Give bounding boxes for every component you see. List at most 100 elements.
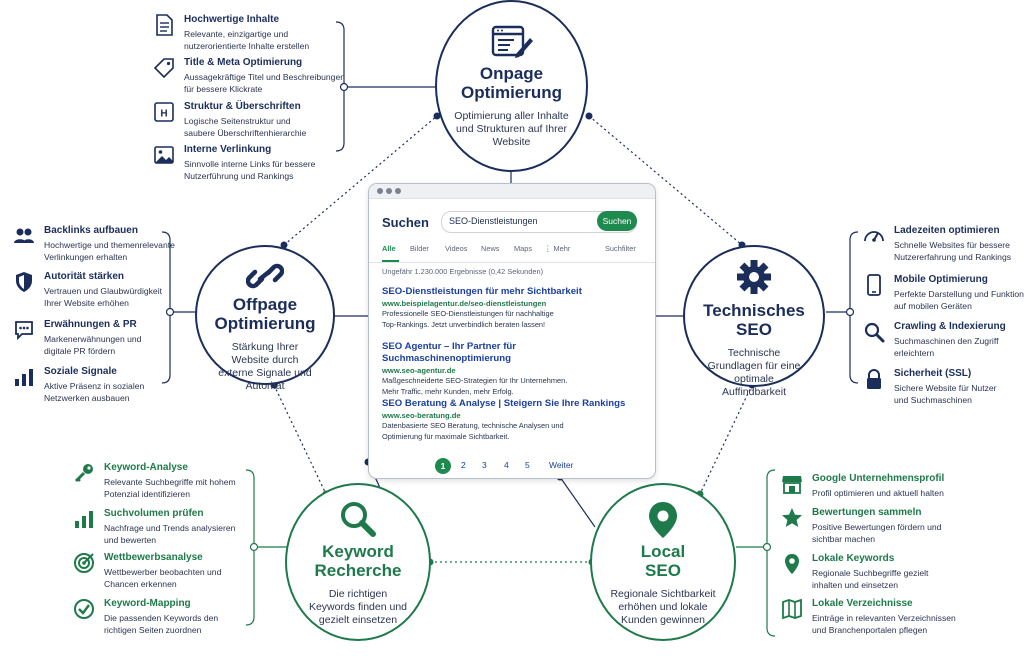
store-icon <box>782 476 802 494</box>
onpage-title-2: Optimierung <box>460 83 563 102</box>
onpage-title-1: Onpage <box>479 64 544 83</box>
result-title-link[interactable]: SEO Agentur – Ihr Partner für Suchmaschi… <box>382 341 516 364</box>
keyword-title-2: Recherche <box>314 561 402 580</box>
result-count: Ungefähr 1.230.000 Ergebnisse (0,42 Seku… <box>382 267 544 276</box>
tab-more[interactable]: ⋮ Mehr <box>544 244 571 253</box>
onpage-item-content: Hochwertige Inhalte Relevante, einzigart… <box>153 14 309 52</box>
edit-document-icon <box>491 25 533 58</box>
technical-item-title: Crawling & Indexierung <box>894 321 1006 332</box>
onpage-item-linking: Interne Verlinkung Sinnvolle interne Lin… <box>153 144 315 182</box>
result-title-link[interactable]: SEO Beratung & Analyse | Steigern Sie Ih… <box>382 398 626 409</box>
tag-icon <box>153 58 174 79</box>
page-5[interactable]: 5 <box>525 460 530 470</box>
onpage-description: Optimierung aller Inhalte und Strukturen… <box>454 110 569 148</box>
offpage-title-1: Offpage <box>232 295 298 314</box>
search-button[interactable]: Suchen <box>597 211 637 231</box>
tab-images[interactable]: Bilder <box>410 244 429 253</box>
keyword-item-mapping: Keyword-Mapping Die passenden Keywords d… <box>73 598 218 636</box>
page-2[interactable]: 2 <box>461 460 466 470</box>
next-page-link[interactable]: Weiter <box>549 460 574 470</box>
shield-icon <box>16 272 32 292</box>
location-icon <box>785 554 799 574</box>
onpage-circle: Onpage Optimierung Optimierung aller Inh… <box>435 0 588 172</box>
local-item-profile: Google Unternehmensprofil Profil optimie… <box>781 473 944 499</box>
heading-icon: H <box>154 102 174 122</box>
page-1[interactable]: 1 <box>435 458 451 474</box>
speedometer-icon <box>864 231 884 242</box>
onpage-item-title: Title & Meta Optimierung <box>184 57 303 68</box>
keyword-description: Die richtigen Keywords finden und geziel… <box>308 588 408 626</box>
onpage-item-title: Hochwertige Inhalte <box>184 14 280 25</box>
search-result: SEO Agentur – Ihr Partner für Suchmaschi… <box>382 341 644 397</box>
keyword-title-1: Keyword <box>322 542 394 561</box>
offpage-item-backlinks: Backlinks aufbauen Hochwertige und theme… <box>13 225 175 263</box>
local-item-title: Lokale Keywords <box>812 553 895 564</box>
tab-videos[interactable]: Videos <box>445 244 468 253</box>
check-circle-icon <box>74 599 94 619</box>
page-3[interactable]: 3 <box>482 460 487 470</box>
page-4[interactable]: 4 <box>504 460 509 470</box>
local-item-directories: Lokale Verzeichnisse Einträge in relevan… <box>781 598 956 636</box>
link-icon <box>246 263 284 289</box>
local-item-title: Bewertungen sammeln <box>812 507 922 518</box>
onpage-item-title: Struktur & Überschriften <box>184 101 301 112</box>
search-result: SEO Beratung & Analyse | Steigern Sie Ih… <box>382 398 644 442</box>
offpage-item-title: Erwähnungen & PR <box>44 319 137 330</box>
local-seo-circle: Local SEO Regionale Sichtbarkeit erhöhen… <box>590 483 736 641</box>
technical-item-crawling: Crawling & Indexierung Suchmaschinen den… <box>863 321 1006 359</box>
offpage-circle: Offpage Optimierung Stärkung Ihrer Websi… <box>195 245 335 392</box>
result-url[interactable]: www.seo-agentur.de <box>382 366 456 375</box>
tabs-divider <box>369 262 655 263</box>
search-query[interactable]: SEO-Dienstleistungen <box>449 216 538 226</box>
magnifier-icon <box>341 502 376 537</box>
smartphone-icon <box>867 274 881 296</box>
offpage-item-title: Backlinks aufbauen <box>44 225 138 236</box>
local-title-2: SEO <box>645 561 681 580</box>
result-title-link[interactable]: SEO-Dienstleistungen für mehr Sichtbarke… <box>382 286 582 297</box>
result-snippet: Maßgeschneiderte SEO-Strategien für Ihr … <box>382 376 568 396</box>
keyword-item-competition: Wettbewerbsanalyse Wettbewerber beobacht… <box>73 552 221 590</box>
tab-all[interactable]: Alle <box>382 244 396 253</box>
result-snippet: Professionelle SEO-Dienstleistungen für … <box>382 309 554 329</box>
keyword-item-title: Keyword-Analyse <box>104 462 188 473</box>
result-url[interactable]: www.beispielagentur.de/seo-dienstleistun… <box>382 299 547 308</box>
local-item-desc: Profil optimieren und aktuell halten <box>812 488 944 498</box>
technical-description: Technische Grundlagen für eine optimale … <box>707 347 801 398</box>
search-browser-window: Suchen SEO-Dienstleistungen Suchen Alle … <box>368 183 656 479</box>
local-item-reviews: Bewertungen sammeln Positive Bewertungen… <box>781 507 941 545</box>
tab-search-filter[interactable]: Suchfilter <box>605 244 636 253</box>
active-tab-indicator <box>382 260 399 262</box>
technical-item-speed: Ladezeiten optimieren Schnelle Websites … <box>863 225 1011 263</box>
lock-icon <box>867 369 881 389</box>
result-url[interactable]: www.seo-beratung.de <box>382 411 461 420</box>
browser-title-bar <box>369 184 655 199</box>
technical-seo-circle: Technisches SEO Technische Grundlagen fü… <box>683 245 825 398</box>
tab-maps[interactable]: Maps <box>514 244 533 253</box>
gear-icon <box>737 260 771 294</box>
offpage-title-2: Optimierung <box>214 314 316 333</box>
local-item-keywords: Lokale Keywords Regionale Suchbegriffe g… <box>781 553 928 591</box>
technical-item-ssl: Sicherheit (SSL) Sichere Website für Nut… <box>863 368 997 406</box>
technical-title-2: SEO <box>736 320 772 339</box>
star-icon <box>782 508 802 527</box>
local-title-1: Local <box>640 542 686 561</box>
target-icon <box>74 553 94 573</box>
chat-icon <box>15 321 33 341</box>
search-input[interactable]: SEO-Dienstleistungen Suchen <box>441 211 637 233</box>
technical-item-mobile: Mobile Optimierung Perfekte Darstellung … <box>863 274 1024 312</box>
tab-news[interactable]: News <box>481 244 500 253</box>
local-item-title: Lokale Verzeichnisse <box>812 598 913 609</box>
